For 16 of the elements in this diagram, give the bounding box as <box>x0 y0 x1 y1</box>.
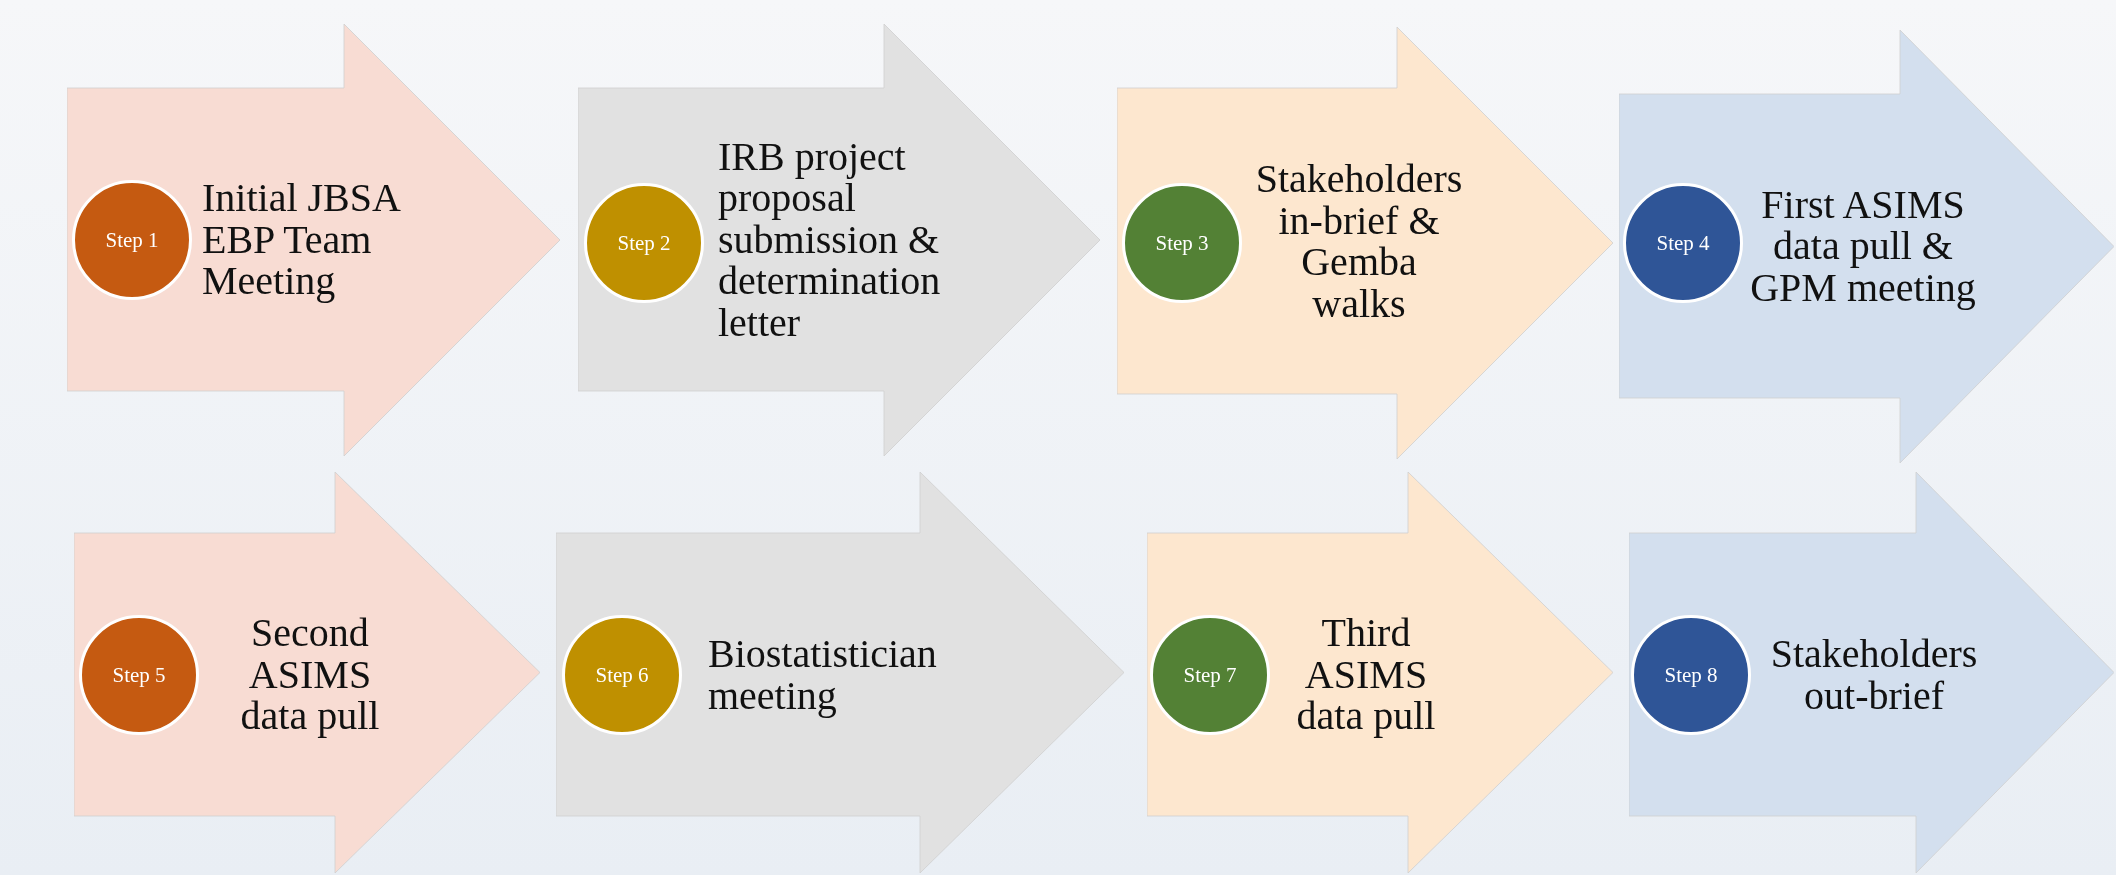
arrow-shape <box>578 24 1100 456</box>
arrow-shape <box>556 472 1124 873</box>
arrow-shape <box>67 24 560 456</box>
step-description: IRB project proposal submission & determination letter <box>718 135 942 344</box>
step-description: Stakeholders out-brief <box>1769 633 1979 717</box>
step-description: Stakeholders in-brief & Gemba walks <box>1254 158 1464 325</box>
arrow-shape <box>1629 472 2114 873</box>
arrow-shape <box>1147 472 1613 873</box>
arrow-shape <box>1117 27 1613 459</box>
arrow-shape <box>1619 30 2114 463</box>
step-description: Third ASIMS data pull <box>1295 612 1437 737</box>
step-description: First ASIMS data pull & GPM meeting <box>1750 183 1976 309</box>
step-description: Second ASIMS data pull <box>239 612 381 737</box>
step-description: Biostatistician meeting <box>708 633 938 717</box>
arrow-shape <box>74 472 540 873</box>
step-description: Initial JBSA EBP Team Meeting <box>202 177 401 302</box>
